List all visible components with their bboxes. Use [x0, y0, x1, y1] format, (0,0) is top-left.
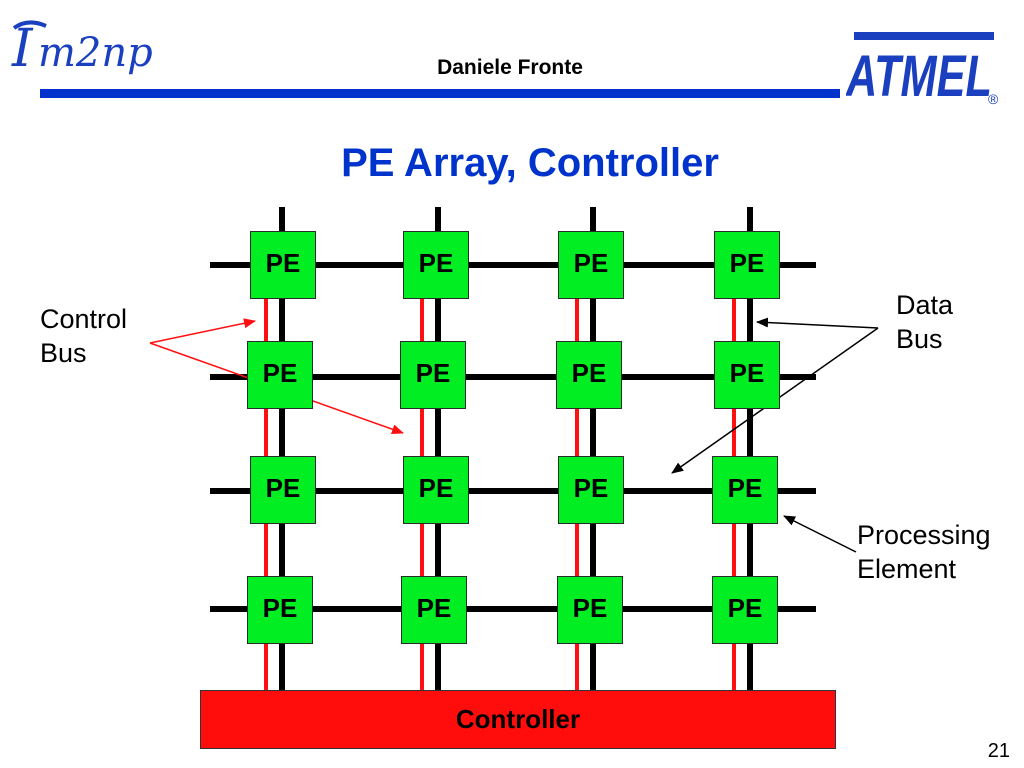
pe-r2c2: PE: [400, 341, 466, 409]
author-name: Daniele Fronte: [437, 56, 583, 79]
pe-r4c2: PE: [401, 576, 467, 644]
control-bus-label: Control Bus: [40, 302, 127, 370]
svg-text:I: I: [11, 19, 34, 78]
header-rule: [40, 89, 840, 98]
processing-element-label-line-1: Processing: [857, 520, 991, 550]
pe-r1c4: PE: [714, 231, 780, 299]
pe-r4c1: PE: [247, 576, 313, 644]
pe-r2c1: PE: [247, 341, 313, 409]
pe-r3c4: PE: [712, 456, 778, 524]
vertical-data-buses: [279, 207, 753, 690]
pe-r2c3: PE: [556, 341, 622, 409]
svg-text:ATMEL: ATMEL: [846, 44, 992, 106]
svg-text:m2np: m2np: [38, 30, 153, 76]
pe-r1c1: PE: [250, 231, 316, 299]
page-number: 21: [987, 740, 1010, 762]
controller-block: Controller: [200, 690, 836, 749]
pe-r3c2: PE: [403, 456, 469, 524]
data-bus-label-line-1: Data: [896, 290, 954, 320]
horizontal-data-buses: [210, 262, 816, 612]
im2np-logo: I m2np: [11, 19, 153, 78]
data-bus-label: Data Bus: [896, 288, 953, 356]
pe-r3c1: PE: [250, 456, 316, 524]
processing-element-arrow: [783, 515, 857, 553]
registered-mark: ®: [988, 91, 999, 106]
data-bus-label-line-2: Bus: [896, 324, 943, 354]
pe-r3c3: PE: [558, 456, 624, 524]
pe-r4c3: PE: [557, 576, 623, 644]
pe-r4c4: PE: [712, 576, 778, 644]
data-bus-arrow-1: [756, 317, 879, 329]
processing-element-label: Processing Element: [857, 518, 991, 586]
control-bus-label-line-2: Bus: [40, 338, 87, 368]
slide-title: PE Array, Controller: [341, 141, 719, 185]
pe-r2c4: PE: [714, 341, 780, 409]
processing-element-label-line-2: Element: [857, 554, 957, 584]
control-bus-label-line-1: Control: [40, 304, 128, 334]
pe-r1c2: PE: [403, 231, 469, 299]
control-bus-arrow-1: [149, 318, 256, 344]
atmel-logo: ATMEL ®: [846, 32, 999, 106]
pe-r1c3: PE: [558, 231, 624, 299]
